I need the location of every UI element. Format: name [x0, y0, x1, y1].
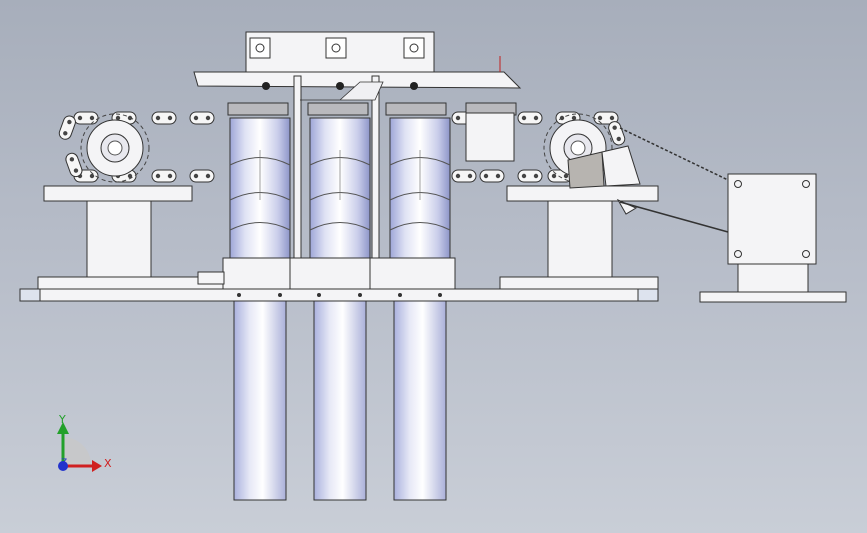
pocket-blocks — [227, 102, 517, 162]
drive-belt — [619, 127, 729, 233]
x-axis-label: X — [104, 457, 112, 470]
chain-guard[interactable] — [567, 145, 641, 215]
triad-axes-icon — [57, 422, 102, 472]
top-frame[interactable] — [193, 31, 522, 277]
cylinder-tube-3[interactable] — [389, 117, 451, 261]
lower-tube-2[interactable] — [313, 300, 367, 501]
lower-tube-3[interactable] — [393, 300, 447, 501]
left-sprocket[interactable] — [80, 113, 150, 183]
z-axis-label: Z — [61, 458, 68, 468]
coordinate-triad: Y X Z — [44, 410, 124, 490]
mounting-bracket — [249, 37, 425, 59]
cylinder-tube-1[interactable] — [229, 117, 291, 261]
lower-tube-1[interactable] — [233, 300, 287, 501]
left-support-block[interactable] — [43, 185, 193, 278]
y-axis-label: Y — [59, 413, 66, 426]
right-support-block[interactable] — [506, 185, 659, 278]
clamp-block[interactable] — [197, 257, 456, 290]
drive-motor[interactable] — [699, 173, 847, 303]
cylinder-tube-2[interactable] — [309, 117, 371, 261]
